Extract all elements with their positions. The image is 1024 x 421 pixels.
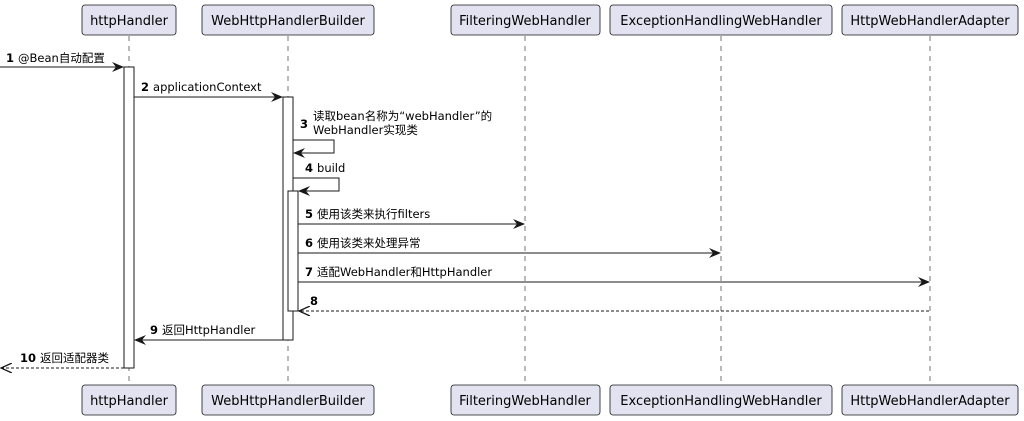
participant-exceptionhandlingwebhandler-bottom: ExceptionHandlingWebHandler — [609, 384, 833, 416]
message-1-label: 1 @Bean自动配置 — [6, 51, 105, 65]
participant-label: httpHandler — [90, 14, 169, 29]
message-number: 5 — [305, 207, 313, 221]
message-text: 使用该类来处理异常 — [317, 236, 421, 250]
message-number: 2 — [141, 80, 149, 94]
message-8: 8 — [299, 294, 929, 311]
message-10-label: 10 返回适配器类 — [20, 351, 110, 365]
participant-label: FilteringWebHandler — [459, 394, 591, 409]
message-number: 10 — [20, 351, 36, 365]
participant-httphandler-bottom: httpHandler — [81, 384, 177, 416]
participant-label: HttpWebHandlerAdapter — [850, 14, 1010, 29]
message-text: @Bean自动配置 — [18, 51, 105, 65]
participant-webhttphandlerbuilder-top: WebHttpHandlerBuilder — [201, 4, 375, 36]
participant-label: ExceptionHandlingWebHandler — [620, 394, 822, 409]
message-number: 9 — [150, 323, 158, 337]
message-9: 9 返回HttpHandler — [134, 323, 283, 345]
message-4: 4 build — [293, 161, 345, 196]
message-7: 7 适配WebHandler和HttpHandler — [298, 265, 930, 287]
participant-label: HttpWebHandlerAdapter — [850, 394, 1010, 409]
message-number: 4 — [305, 161, 313, 175]
message-3-label: 3 读取bean名称为“webHandler”的 — [300, 109, 492, 131]
message-number: 7 — [305, 265, 313, 279]
participant-label: WebHttpHandlerBuilder — [211, 394, 365, 409]
participant-httpwebhandleradapter-bottom: HttpWebHandlerAdapter — [841, 384, 1019, 416]
message-1: 1 @Bean自动配置 — [0, 51, 124, 72]
message-4-label: 4 build — [305, 161, 345, 175]
message-6-label: 6 使用该类来处理异常 — [305, 236, 421, 250]
message-text: 使用该类来执行filters — [317, 207, 430, 221]
message-10: 10 返回适配器类 — [1, 351, 124, 368]
participant-httpwebhandleradapter-top: HttpWebHandlerAdapter — [841, 4, 1019, 36]
message-number: 8 — [310, 294, 318, 308]
message-9-label: 9 返回HttpHandler — [150, 323, 256, 337]
message-5: 5 使用该类来执行filters — [298, 207, 525, 229]
activation-httphandler — [123, 66, 135, 369]
message-2-label: 2 applicationContext — [141, 80, 262, 94]
activation-builder-nested — [287, 190, 299, 312]
message-number: 1 — [6, 51, 14, 65]
participant-label: WebHttpHandlerBuilder — [211, 14, 365, 29]
participant-exceptionhandlingwebhandler-top: ExceptionHandlingWebHandler — [609, 4, 833, 36]
message-text: applicationContext — [153, 80, 262, 94]
participant-httphandler-top: httpHandler — [81, 4, 177, 36]
message-text: 返回HttpHandler — [162, 323, 256, 337]
message-5-label: 5 使用该类来执行filters — [305, 207, 430, 221]
message-text: 返回适配器类 — [40, 351, 109, 365]
participant-label: httpHandler — [90, 394, 169, 409]
message-6: 6 使用该类来处理异常 — [298, 236, 721, 258]
message-3: 3 读取bean名称为“webHandler”的 WebHandler实现类 — [293, 109, 492, 158]
participant-filteringwebhandler-top: FilteringWebHandler — [450, 4, 601, 36]
message-7-label: 7 适配WebHandler和HttpHandler — [305, 265, 492, 279]
message-number: 6 — [305, 236, 313, 250]
participant-label: ExceptionHandlingWebHandler — [620, 14, 822, 29]
message-2: 2 applicationContext — [134, 80, 283, 102]
message-text: build — [317, 161, 345, 175]
participant-filteringwebhandler-bottom: FilteringWebHandler — [450, 384, 601, 416]
message-text: 读取bean名称为“webHandler”的 — [313, 109, 492, 123]
participant-webhttphandlerbuilder-bottom: WebHttpHandlerBuilder — [201, 384, 375, 416]
message-3-text-line2: WebHandler实现类 — [313, 123, 418, 137]
participant-label: FilteringWebHandler — [459, 14, 591, 29]
message-8-label: 8 — [310, 294, 318, 308]
message-text: 适配WebHandler和HttpHandler — [317, 265, 492, 279]
message-number: 3 — [300, 117, 308, 131]
